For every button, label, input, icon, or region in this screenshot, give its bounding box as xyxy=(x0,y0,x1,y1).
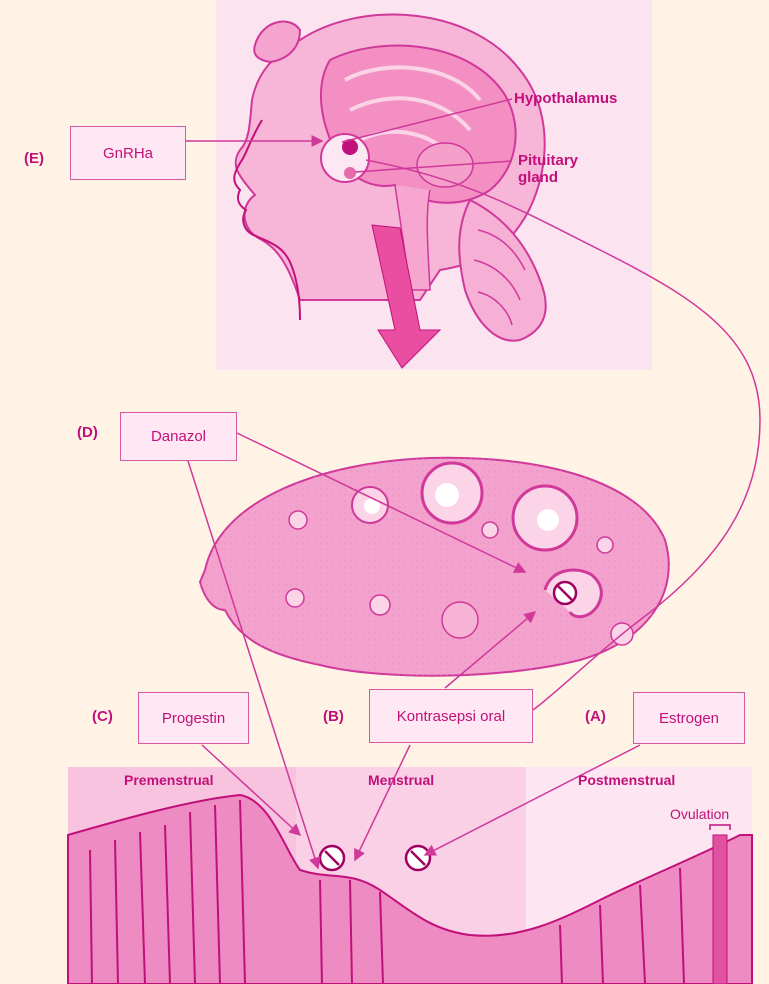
phase-menstrual: Menstrual xyxy=(368,772,434,788)
pituitary-label-line2: gland xyxy=(518,169,558,186)
oral-contraceptive-box: Kontrasepsi oral xyxy=(369,689,533,743)
tag-d: (D) xyxy=(77,424,98,441)
estrogen-box: Estrogen xyxy=(633,692,745,744)
hypothalamus-label: Hypothalamus xyxy=(514,90,617,107)
ovulation-label: Ovulation xyxy=(670,806,729,822)
tag-c: (C) xyxy=(92,708,113,725)
phase-postmenstrual: Postmenstrual xyxy=(578,772,675,788)
pituitary-label-line1: Pituitary xyxy=(518,152,578,169)
danazol-box: Danazol xyxy=(120,412,237,461)
ovary-illustration xyxy=(200,458,669,676)
tag-a: (A) xyxy=(585,708,606,725)
progestin-box: Progestin xyxy=(138,692,249,744)
phase-premenstrual: Premenstrual xyxy=(124,772,213,788)
tag-e: (E) xyxy=(24,150,44,167)
gnrha-box: GnRHa xyxy=(70,126,186,180)
tag-b: (B) xyxy=(323,708,344,725)
